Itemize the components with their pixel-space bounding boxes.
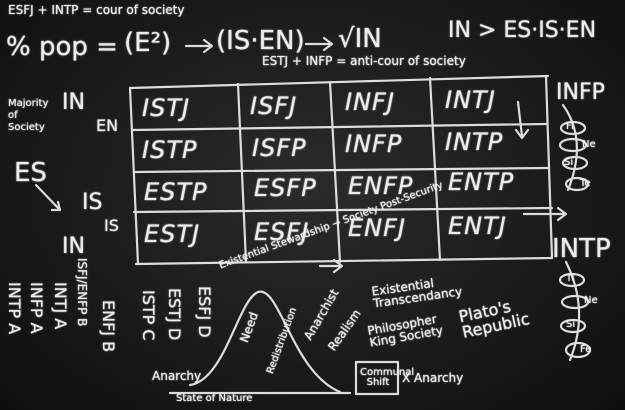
note-col: INTP A [5, 282, 24, 335]
table-cell: ESFJ [254, 218, 310, 246]
note-col: ISTP C [139, 290, 158, 341]
formula-note: ESTJ + INFP = anti-cour of society [262, 54, 466, 68]
infp-marker: Fi [566, 121, 574, 132]
note-col: INFP A [27, 282, 46, 334]
communal-box [354, 360, 400, 396]
note-col: ENFJ B [99, 300, 118, 353]
infp-marker: Te [580, 178, 591, 189]
table-cell: ESTJ [144, 220, 201, 248]
anarchy-label: Anarchy [152, 369, 202, 383]
table-line-3 [132, 206, 554, 214]
is2-label: IS [104, 216, 119, 235]
majority-note: Majority of Society [8, 98, 49, 133]
formula-sqrt: √IN [338, 24, 382, 54]
intp-title: INTP [552, 234, 611, 264]
table-cell: ISFP [252, 134, 307, 162]
table-cell: INFP [345, 130, 403, 158]
table-cell: ESTP [144, 178, 208, 206]
table-cell: ESFP [254, 174, 317, 202]
infp-marker: Si [564, 157, 574, 168]
intp-marker: Ti [566, 273, 575, 284]
in2-label: IN [62, 234, 85, 259]
table-cell: INTJ [445, 86, 496, 114]
note-col: INTJ A [51, 282, 70, 330]
intp-marker: Ne [584, 295, 598, 306]
infp-marker: Ne [582, 139, 596, 150]
infp-title: INFP [556, 80, 605, 105]
formula-lhs: % pop = [6, 32, 118, 62]
en-label: EN [96, 116, 119, 135]
intp-marker: Si [566, 319, 576, 330]
header-scribble: ESFJ + INTP = cour of society [8, 3, 185, 17]
note-col: ESTJ D [165, 288, 184, 341]
table-line-1 [130, 122, 548, 132]
table-cell: ENTP [448, 168, 515, 196]
table-cell: INTP [445, 128, 504, 156]
es-label: ES [14, 158, 47, 188]
communal-box-label: Communal Shift [360, 367, 415, 388]
table-line-4 [134, 256, 554, 266]
table-col-0 [128, 86, 140, 266]
intp-marker: Fe [580, 344, 592, 355]
table-cell: ENFP [348, 172, 414, 200]
is-label: IS [82, 190, 103, 215]
x-anarchy-label: X Anarchy [402, 371, 464, 385]
table-cell: ENTJ [448, 212, 507, 240]
table-cell: INFJ [345, 88, 395, 116]
table-col-1 [236, 82, 248, 264]
formula-e2: (E²) [124, 28, 172, 58]
bell-curve [188, 290, 342, 394]
table-cell: ISTJ [142, 94, 191, 122]
note-col: ISFJ/ENFP B [75, 258, 89, 327]
table-line-2 [132, 166, 550, 174]
in-label: IN [62, 90, 85, 115]
note-col: ESFJ D [195, 286, 214, 338]
table-col-3 [428, 76, 442, 262]
formula-term: (IS·EN) [216, 26, 305, 56]
table-top-line [128, 74, 550, 90]
table-cell: ISTP [142, 136, 198, 164]
table-cell: ISFJ [250, 92, 298, 120]
table-cell: ENFJ [348, 214, 406, 242]
state-of-nature-label: State of Nature [176, 393, 253, 404]
table-col-2 [328, 80, 342, 264]
formula-rhs: IN > ES·IS·EN [448, 18, 597, 43]
table-col-4 [544, 74, 554, 260]
